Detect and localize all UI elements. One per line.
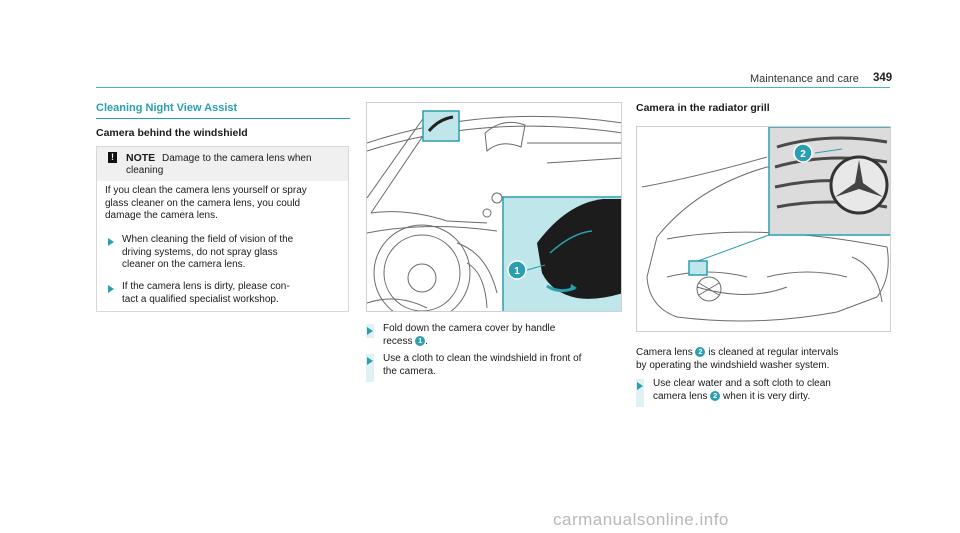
note-heading-line1: Damage to the camera lens when [162,153,312,164]
middle-step-1: Fold down the camera cover by handle rec… [383,323,556,347]
note-label: NOTE [126,152,156,164]
callout-2-label: 2 [800,149,806,160]
note-box [96,146,349,312]
step-arrow-icon [367,327,373,335]
right-step-1: Use clear water and a soft cloth to clea… [653,378,831,402]
header-rule [96,87,890,88]
step-arrow-icon [637,382,643,390]
watermark: carmanualsonline.info [553,510,729,529]
note-body: If you clean the camera lens yourself or… [105,185,307,221]
grill-camera-paragraph: Camera lens 2 is cleaned at regular inte… [636,347,839,371]
callout-2-marker [793,143,813,163]
middle-step-2: Use a cloth to clean the windshield in f… [383,353,582,377]
car-front-illustration: 2 [641,127,890,322]
page-number: 349 [873,72,893,84]
interior-camera-figure: 1 [366,102,622,312]
grill-camera-figure: 2 [636,126,891,332]
note-step-1: When cleaning the field of vision of the… [122,234,294,270]
step-arrow-icon [367,357,373,365]
warning-icon: ! [108,152,117,163]
callout-badge: 1 [415,335,426,346]
callout-1-label: 1 [514,266,520,277]
callout-badge: 2 [710,390,721,401]
step-bar [636,379,644,407]
interior-illustration: 1 [367,110,621,311]
note-header [97,147,348,181]
step-bar [366,354,374,382]
subtitle-windshield-camera: Camera behind the windshield [96,127,248,139]
header-section-title: Maintenance and care [750,73,859,85]
section-rule [96,118,350,119]
section-title: Cleaning Night View Assist [96,102,238,114]
callout-1-marker [507,260,527,280]
note-step-2: If the camera lens is dirty, please con-… [122,281,290,305]
callout-badge: 2 [695,347,706,358]
step-arrow-icon [108,238,114,246]
step-arrow-icon [108,285,114,293]
subtitle-grill-camera: Camera in the radiator grill [636,102,770,114]
note-heading-line2: cleaning [126,165,164,176]
